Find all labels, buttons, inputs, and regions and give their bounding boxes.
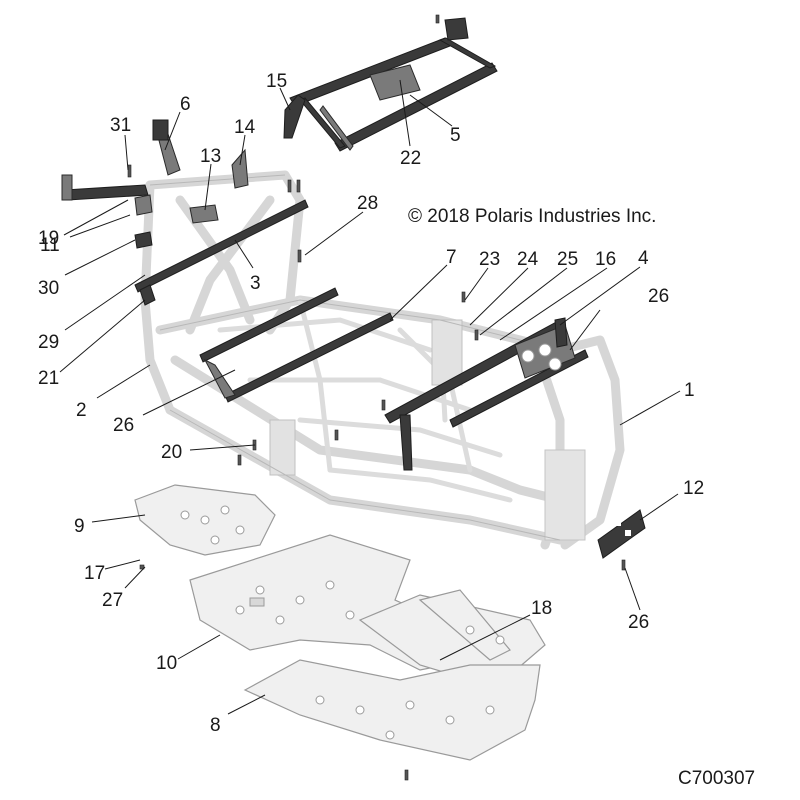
front-bracket-4 bbox=[384, 317, 589, 471]
callout-24: 24 bbox=[517, 249, 539, 270]
bracket-12 bbox=[597, 509, 646, 559]
callout-28: 28 bbox=[357, 193, 378, 214]
callout-23: 23 bbox=[479, 249, 500, 270]
callout-16: 16 bbox=[595, 249, 616, 270]
callout-8: 8 bbox=[210, 715, 221, 736]
callout-27: 27 bbox=[102, 590, 123, 611]
callout-5: 5 bbox=[450, 125, 461, 146]
callout-26-left: 26 bbox=[113, 415, 134, 436]
callout-20: 20 bbox=[161, 442, 182, 463]
callout-29: 29 bbox=[38, 332, 59, 353]
callout-7: 7 bbox=[446, 247, 457, 268]
callout-26-bracket: 26 bbox=[628, 612, 649, 633]
skid-plate-18 bbox=[358, 589, 546, 681]
callout-6: 6 bbox=[180, 94, 191, 115]
callout-3: 3 bbox=[250, 273, 261, 294]
skid-plate-9 bbox=[134, 484, 276, 556]
diagram-part-number: C700307 bbox=[678, 768, 755, 789]
callout-26-front: 26 bbox=[648, 286, 669, 307]
callout-15: 15 bbox=[266, 71, 287, 92]
callout-12: 12 bbox=[683, 478, 704, 499]
callout-1: 1 bbox=[684, 380, 695, 401]
callout-9: 9 bbox=[74, 516, 85, 537]
callout-18: 18 bbox=[531, 598, 552, 619]
callout-21: 21 bbox=[38, 368, 59, 389]
callout-31: 31 bbox=[110, 115, 131, 136]
callout-17: 17 bbox=[84, 563, 105, 584]
callout-2: 2 bbox=[76, 400, 87, 421]
fasteners bbox=[127, 14, 626, 781]
callout-30: 30 bbox=[38, 278, 59, 299]
callout-11: 11 bbox=[40, 235, 60, 256]
long-rail-3 bbox=[134, 199, 309, 306]
callout-10: 10 bbox=[156, 653, 177, 674]
callout-22: 22 bbox=[400, 148, 421, 169]
leader-lines bbox=[59, 79, 681, 715]
copyright-text: © 2018 Polaris Industries Inc. bbox=[408, 206, 656, 227]
callout-4: 4 bbox=[638, 248, 649, 269]
callout-13: 13 bbox=[200, 146, 221, 167]
callout-25: 25 bbox=[557, 249, 578, 270]
callout-numbers: 1 2 3 4 5 6 7 8 9 10 11 12 13 14 15 16 1… bbox=[38, 71, 704, 736]
long-rail-7 bbox=[199, 287, 394, 403]
small-brackets-left bbox=[61, 119, 249, 249]
top-rear-rack bbox=[283, 17, 498, 152]
skid-plate-8 bbox=[243, 659, 541, 761]
callout-14: 14 bbox=[234, 117, 256, 138]
callout-19: 19 bbox=[38, 228, 59, 249]
